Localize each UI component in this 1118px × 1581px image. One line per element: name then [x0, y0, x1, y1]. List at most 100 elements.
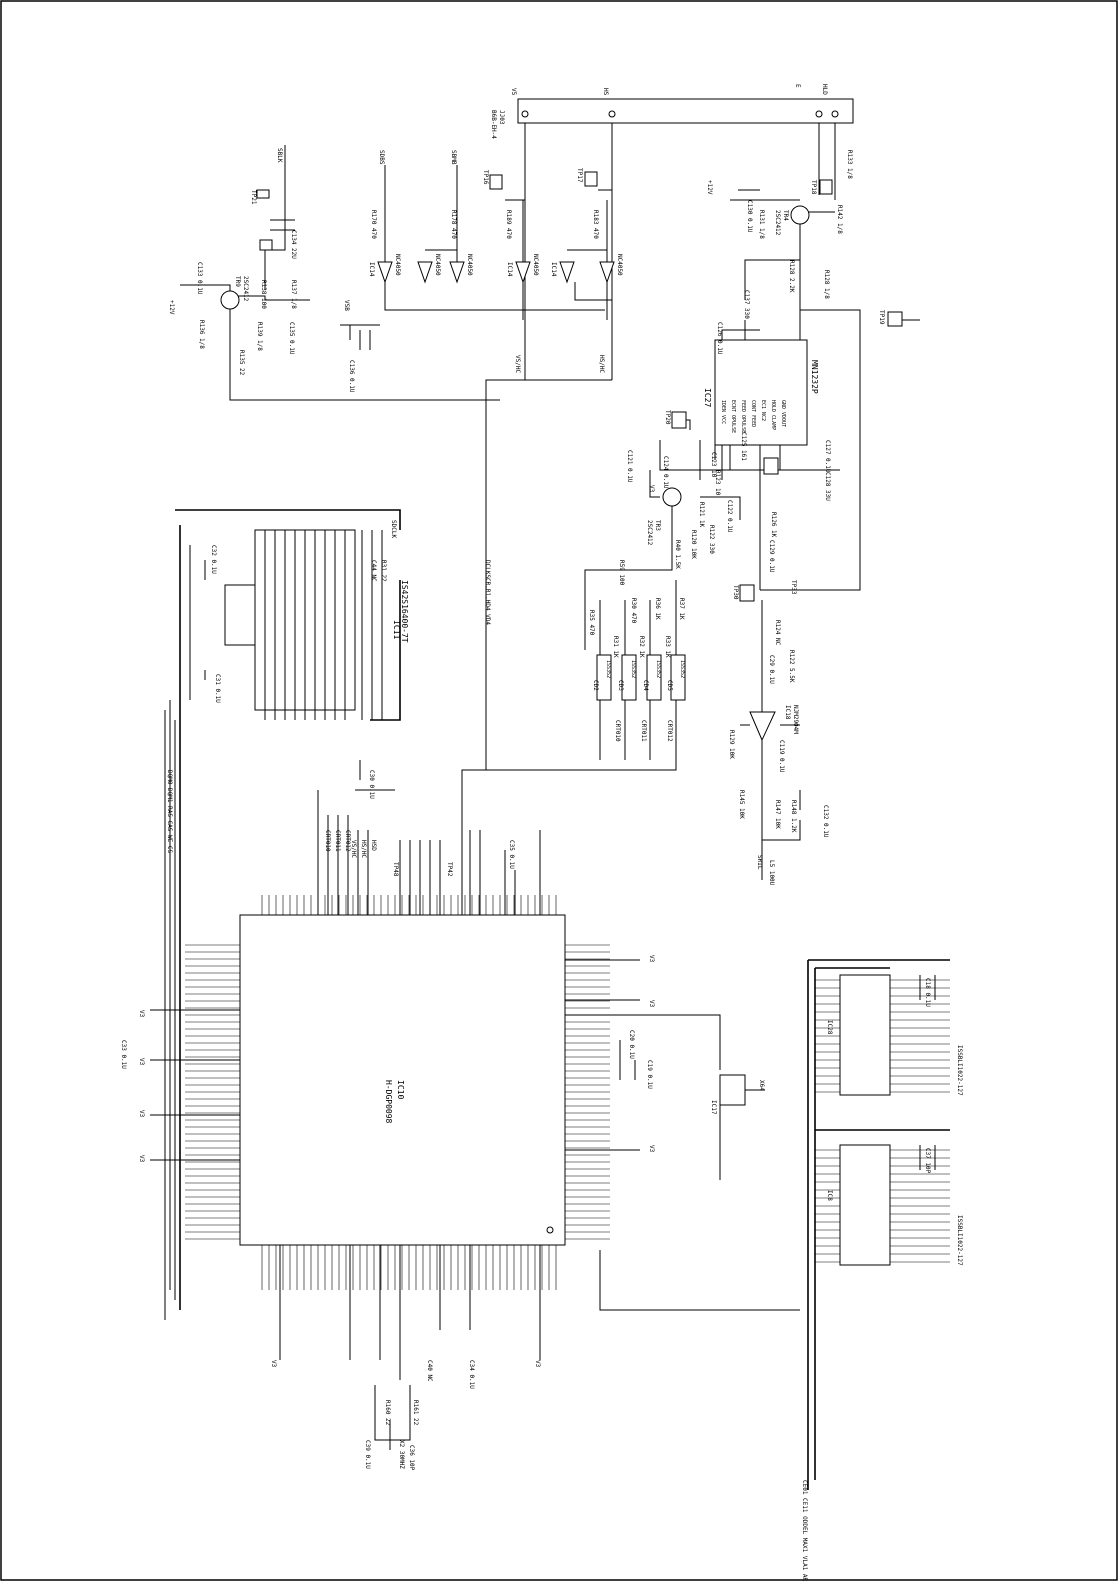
- svg-text:VSB: VSB: [343, 300, 350, 311]
- svg-text:R138 100: R138 100: [260, 280, 267, 309]
- ic10-part: H-DGP0098: [384, 1080, 393, 1124]
- svg-text:C36 10P: C36 10P: [408, 1445, 415, 1471]
- svg-text:V3: V3: [138, 1010, 145, 1018]
- svg-text:NJM2904M: NJM2904M: [792, 705, 799, 734]
- svg-text:IC17: IC17: [710, 1100, 717, 1115]
- svg-text:R31 22: R31 22: [380, 560, 387, 582]
- svg-text:R124 NC: R124 NC: [774, 620, 781, 646]
- svg-text:V3: V3: [648, 1145, 655, 1153]
- svg-text:V3: V3: [270, 1360, 277, 1368]
- svg-text:R59 100: R59 100: [618, 560, 625, 586]
- svg-text:2SC2412: 2SC2412: [646, 520, 653, 546]
- svg-text:C136 0.1U: C136 0.1U: [348, 360, 355, 393]
- svg-text:V3: V3: [648, 485, 655, 493]
- svg-text:C124 0.1U: C124 0.1U: [662, 456, 669, 489]
- svg-text:R142 1/8: R142 1/8: [836, 205, 843, 234]
- svg-text:CD2: CD2: [592, 680, 599, 691]
- svg-text:R37 1K: R37 1K: [678, 598, 685, 620]
- svg-text:SDBS: SDBS: [378, 150, 385, 165]
- svg-text:SRIL: SRIL: [756, 855, 763, 870]
- svg-text:CRT010: CRT010: [324, 830, 331, 852]
- svg-text:C137 330: C137 330: [743, 290, 750, 319]
- svg-text:E: E: [794, 84, 801, 88]
- svg-text:TP17: TP17: [576, 168, 583, 183]
- svg-text:1SS352: 1SS352: [605, 660, 611, 678]
- ic10-ref: IC10: [396, 1080, 405, 1099]
- svg-text:TP18: TP18: [810, 180, 817, 195]
- svg-text:V3: V3: [648, 955, 655, 963]
- svg-text:NC4050: NC4050: [466, 254, 473, 276]
- svg-text:V3: V3: [138, 1058, 145, 1066]
- svg-text:C39 0.1U: C39 0.1U: [364, 1440, 371, 1469]
- svg-text:IC14: IC14: [368, 262, 375, 277]
- svg-text:HS: HS: [602, 88, 609, 96]
- svg-text:C128 33U: C128 33U: [824, 472, 831, 501]
- svg-text:C133 0.1U: C133 0.1U: [196, 262, 203, 295]
- svg-text:TP42: TP42: [446, 862, 453, 877]
- svg-text:R129 10K: R129 10K: [728, 730, 735, 759]
- svg-text:CD5: CD5: [666, 680, 673, 691]
- svg-text:R126 1K: R126 1K: [770, 512, 777, 538]
- svg-text:R135 22: R135 22: [238, 350, 245, 376]
- svg-text:1SS352: 1SS352: [655, 660, 661, 678]
- svg-text:CRT010: CRT010: [614, 720, 621, 742]
- svg-text:TP16: TP16: [482, 170, 489, 185]
- svg-text:TR3: TR3: [654, 520, 661, 531]
- svg-text:SDCLK: SDCLK: [390, 520, 397, 538]
- svg-text:R122 330: R122 330: [708, 525, 715, 554]
- svg-text:R133 1/8: R133 1/8: [846, 150, 853, 179]
- chip-ic27: IC27 MN1232P IDEN VCC ECNT OPULSE FEED O…: [703, 339, 819, 446]
- svg-text:CRT012: CRT012: [666, 720, 673, 742]
- svg-text:C31 0.1U: C31 0.1U: [214, 674, 221, 703]
- svg-text:GND VDOUT: GND VDOUT: [780, 400, 786, 427]
- svg-text:R123 10: R123 10: [714, 470, 721, 496]
- svg-text:V3: V3: [138, 1155, 145, 1163]
- svg-text:R30 470: R30 470: [630, 598, 637, 624]
- svg-text:IC14: IC14: [506, 262, 513, 277]
- svg-text:SBLK: SBLK: [276, 148, 283, 163]
- svg-text:C130 0.1U: C130 0.1U: [746, 200, 753, 233]
- svg-text:1SS352: 1SS352: [630, 660, 636, 678]
- diode-group: 1SS352 1SS352 1SS352 1SS352 CD2 CD3 CD4 …: [592, 654, 686, 701]
- svg-text:R128 1/8: R128 1/8: [823, 270, 830, 299]
- svg-text:CD4: CD4: [642, 680, 649, 691]
- svg-text:NC4050: NC4050: [394, 254, 401, 276]
- svg-text:EC1 NC2: EC1 NC2: [760, 400, 766, 421]
- svg-text:CRT011: CRT011: [640, 720, 647, 742]
- svg-text:HOLD CLAMP: HOLD CLAMP: [770, 400, 776, 430]
- svg-text:HLD: HLD: [821, 84, 828, 95]
- chip-ic10: IC10 H-DGP0098: [239, 914, 566, 1246]
- svg-text:HSD: HSD: [370, 840, 377, 851]
- svg-text:C32 0.1U: C32 0.1U: [210, 545, 217, 574]
- connector-jj03: JJ03 B6B-EH-4 V5 HS E HLD: [490, 84, 854, 139]
- svg-text:R128 2.2K: R128 2.2K: [788, 260, 795, 293]
- svg-text:C121 0.1U: C121 0.1U: [626, 450, 633, 483]
- svg-text:2SC2412: 2SC2412: [774, 210, 781, 236]
- svg-text:C123 10: C123 10: [710, 452, 717, 478]
- svg-text:C20 0.1U: C20 0.1U: [628, 1030, 635, 1059]
- svg-text:C126 0.1U: C126 0.1U: [716, 322, 723, 355]
- svg-text:TP30: TP30: [732, 585, 739, 600]
- svg-text:TP21: TP21: [250, 190, 257, 205]
- svg-text:ISSBLI1022-127: ISSBLI1022-127: [956, 1215, 963, 1266]
- svg-text:MN1232P: MN1232P: [810, 360, 819, 394]
- svg-text:FEED OPULSE: FEED OPULSE: [740, 400, 746, 433]
- svg-text:R121 1K: R121 1K: [698, 502, 705, 528]
- svg-text:R32 1K: R32 1K: [638, 636, 645, 658]
- svg-text:IC28: IC28: [826, 1020, 833, 1035]
- svg-text:TR4: TR4: [782, 210, 789, 221]
- svg-text:C37 10P: C37 10P: [924, 1148, 931, 1174]
- svg-text:ISSBLI1022-127: ISSBLI1022-127: [956, 1045, 963, 1096]
- svg-text:V3: V3: [648, 1000, 655, 1008]
- svg-text:1SS352: 1SS352: [679, 660, 685, 678]
- svg-text:R120 10K: R120 10K: [690, 530, 697, 559]
- svg-text:R35 470: R35 470: [588, 610, 595, 636]
- svg-text:HS/HC: HS/HC: [360, 840, 367, 858]
- svg-text:V3: V3: [534, 1360, 541, 1368]
- svg-text:NC4050: NC4050: [616, 254, 623, 276]
- svg-text:DCLKSCR.R1.HD4 VD4: DCLKSCR.R1.HD4 VD4: [484, 560, 491, 625]
- svg-text:R137 1/8: R137 1/8: [290, 280, 297, 309]
- svg-text:C135 0.1U: C135 0.1U: [288, 322, 295, 355]
- svg-text:R33 1K: R33 1K: [664, 636, 671, 658]
- svg-text:V5: V5: [510, 88, 517, 96]
